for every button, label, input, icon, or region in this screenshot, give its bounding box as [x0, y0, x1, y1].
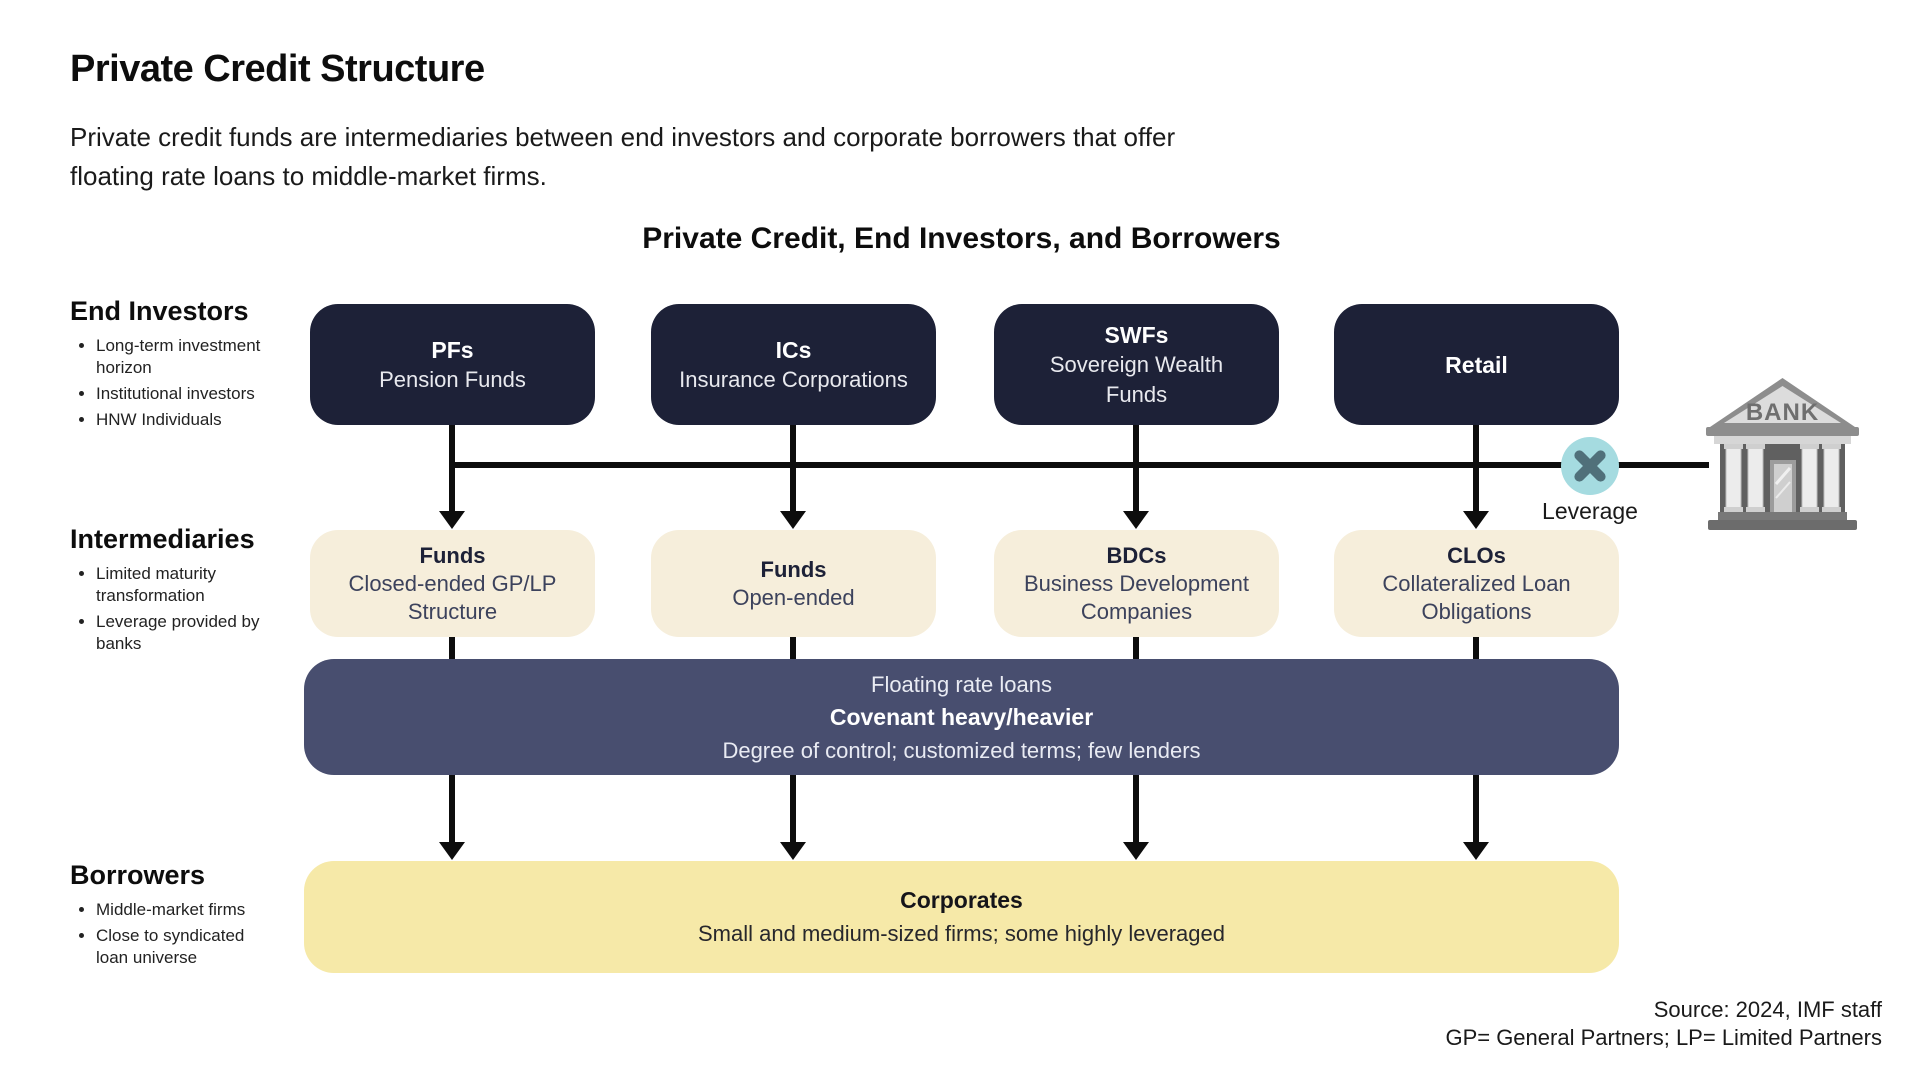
investor-box-pfs: PFs Pension Funds [310, 304, 595, 425]
leverage-label: Leverage [1542, 498, 1638, 524]
box-name: Sovereign Wealth Funds [1049, 351, 1224, 407]
box-name: Open-ended [732, 584, 855, 610]
row-label-title: Intermediaries [70, 524, 255, 554]
box-abbr: Retail [1445, 351, 1508, 378]
connector-line [1473, 637, 1479, 659]
investor-box-swfs: SWFs Sovereign Wealth Funds [994, 304, 1279, 425]
box-name: Collateralized Loan Obligations [1382, 570, 1571, 624]
connector-line [790, 637, 796, 659]
bank-icon: BANK [1706, 378, 1859, 530]
box-name: Insurance Corporations [679, 366, 908, 392]
loan-terms-box: Floating rate loans Covenant heavy/heavi… [304, 659, 1619, 775]
row-label-intermediaries: Intermediaries Limited maturity transfor… [70, 524, 295, 659]
row-label-bullets: Limited maturity transformation Leverage… [70, 563, 295, 655]
intermediary-box-clos: CLOs Collateralized Loan Obligations [1334, 530, 1619, 637]
corporates-box: Corporates Small and medium-sized firms;… [304, 861, 1619, 973]
connector-line [449, 775, 455, 843]
intermediary-box-bdcs: BDCs Business Development Companies [994, 530, 1279, 637]
bullet-item: Institutional investors [96, 383, 281, 405]
loan-terms-line2: Covenant heavy/heavier [829, 703, 1094, 730]
corporates-title: Corporates [900, 887, 1023, 913]
source-note: Source: 2024, IMF staff [1653, 997, 1882, 1022]
row-label-borrowers: Borrowers Middle-market firms Close to s… [70, 860, 295, 973]
bullet-item: Close to syndicated loan universe [96, 925, 281, 969]
connector-line [1473, 775, 1479, 843]
intermediary-box-funds-closed: Funds Closed-ended GP/LP Structure [310, 530, 595, 637]
row-label-title: Borrowers [70, 860, 206, 890]
box-abbr: PFs [431, 336, 474, 363]
row-label-bullets: Middle-market firms Close to syndicated … [70, 899, 295, 969]
connector-line [1473, 425, 1479, 512]
bullet-item: Long-term investment horizon [96, 335, 281, 379]
diagram-title: Private Credit, End Investors, and Borro… [642, 222, 1281, 255]
box-abbr: Funds [760, 556, 827, 582]
row-label-bullets: Long-term investment horizon Institution… [70, 335, 295, 431]
connector-line [790, 775, 796, 843]
bullet-item: HNW Individuals [96, 409, 281, 431]
box-abbr: CLOs [1447, 542, 1506, 568]
box-abbr: ICs [775, 336, 812, 363]
bullet-item: Leverage provided by banks [96, 611, 281, 655]
connector-line [790, 425, 796, 512]
bank-label: BANK [1746, 399, 1819, 426]
box-name: Business Development Companies [1023, 570, 1249, 624]
investor-box-retail: Retail [1334, 304, 1619, 425]
footer: Source: 2024, IMF staff GP= General Part… [1445, 996, 1882, 1052]
investor-box-ics: ICs Insurance Corporations [651, 304, 936, 425]
page-subtitle: Private credit funds are intermediaries … [70, 122, 1176, 191]
box-name: Pension Funds [379, 366, 526, 392]
leverage-line [449, 462, 1709, 468]
box-name: Closed-ended GP/LP Structure [348, 570, 557, 624]
connector-line [1133, 425, 1139, 512]
row-label-title: End Investors [70, 296, 249, 326]
loan-terms-line3: Degree of control; customized terms; few… [722, 737, 1201, 763]
row-label-end-investors: End Investors Long-term investment horiz… [70, 296, 295, 435]
box-abbr: SWFs [1104, 321, 1169, 348]
connector-line [1133, 637, 1139, 659]
bullet-item: Limited maturity transformation [96, 563, 281, 607]
connector-line [449, 425, 455, 512]
bullet-item: Middle-market firms [96, 899, 281, 921]
connector-line [449, 637, 455, 659]
box-abbr: Funds [419, 542, 486, 568]
page-title: Private Credit Structure [70, 48, 485, 90]
corporates-subtitle: Small and medium-sized firms; some highl… [698, 921, 1225, 946]
intermediary-box-funds-open: Funds Open-ended [651, 530, 936, 637]
box-abbr: BDCs [1106, 542, 1167, 568]
abbreviation-note: GP= General Partners; LP= Limited Partne… [1445, 1025, 1882, 1050]
leverage-x-icon [1561, 437, 1619, 495]
connector-line [1133, 775, 1139, 843]
loan-terms-line1: Floating rate loans [871, 671, 1052, 697]
